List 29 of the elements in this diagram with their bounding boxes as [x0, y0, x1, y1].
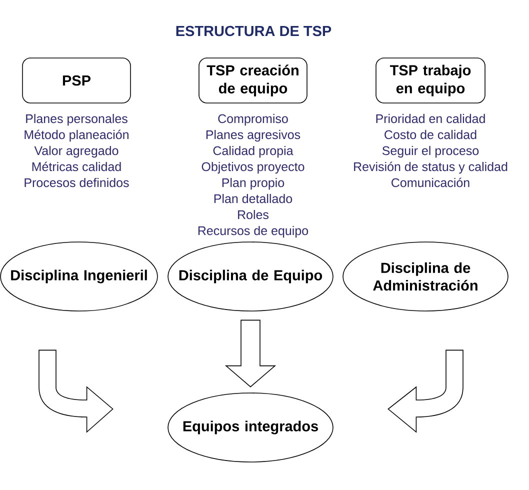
ellipse-node: Disciplina Ingenieril — [0, 242, 158, 312]
list-item: Planes agresivos — [206, 130, 300, 142]
list-item: Roles — [238, 210, 269, 220]
list-item: Compromiso — [218, 114, 288, 126]
list-item: Objetivos proyecto — [202, 162, 304, 174]
list-item: Costo de calidad — [384, 130, 476, 140]
list-item: Revisión de status y calidad — [354, 162, 508, 174]
list-item: Plan detallado — [214, 194, 292, 204]
list-item: Seguir el proceso — [382, 146, 479, 158]
rounded-box: TSP trabajo en equipo — [376, 58, 486, 104]
rounded-box: PSP — [22, 58, 131, 104]
list-item: Método planeación — [24, 130, 128, 142]
rounded-box: TSP creación de equipo — [198, 58, 308, 104]
list-item: Recursos de equipo — [198, 226, 308, 238]
list-item: Prioridad en calidad — [376, 114, 485, 124]
ellipse-node: Disciplina de Administración — [342, 242, 508, 312]
curved-arrow — [388, 350, 464, 432]
list-item: Valor agregado — [34, 146, 118, 158]
list-item: Comunicación — [392, 178, 470, 188]
list-item: Plan propio — [222, 178, 284, 190]
title: ESTRUCTURA DE TSP — [176, 26, 332, 36]
curved-arrow — [38, 350, 114, 432]
block-arrow — [224, 320, 276, 388]
list-item: Procesos definidos — [24, 178, 129, 188]
list-item: Métricas calidad — [32, 162, 121, 172]
ellipse-node: Disciplina de Equipo — [168, 242, 334, 312]
ellipse-node: Equipos integrados — [168, 392, 334, 462]
list-item: Calidad propia — [213, 146, 294, 158]
list-item: Planes personales — [26, 114, 128, 126]
